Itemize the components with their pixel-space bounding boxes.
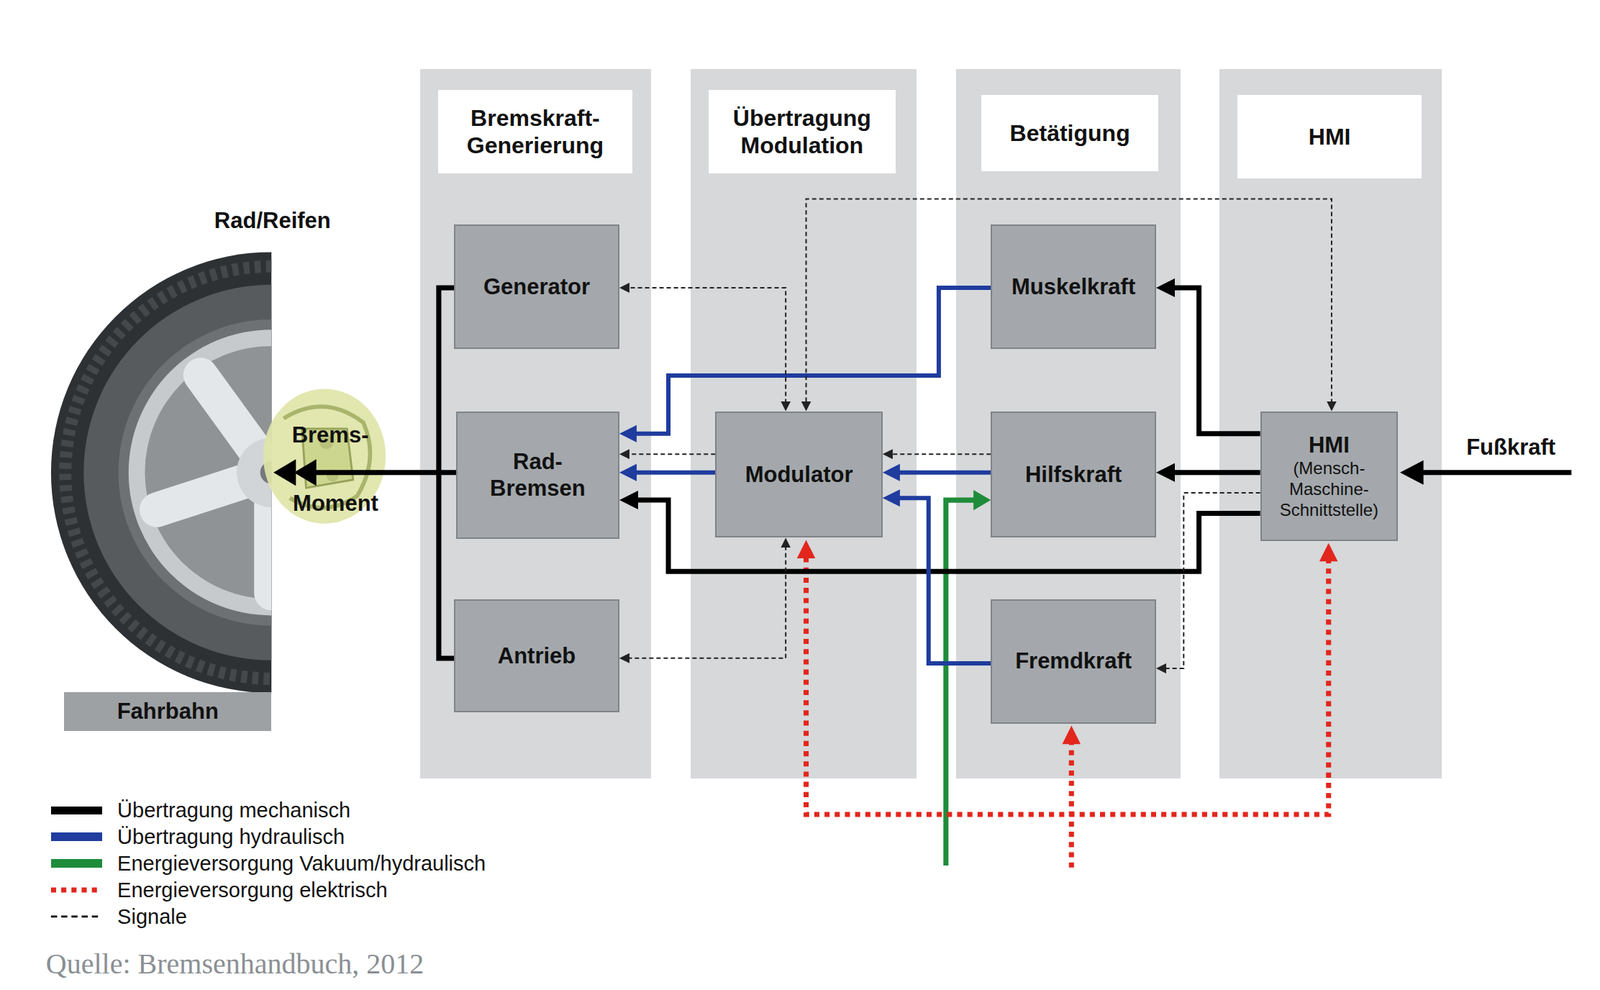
tire-tread — [65, 266, 272, 679]
box-label: Rad- Bremsen — [481, 448, 594, 502]
box-label: Fremdkraft — [1015, 647, 1132, 675]
legend-swatch — [51, 806, 103, 815]
band-heading-box: Bremskraft- Generierung — [438, 89, 633, 174]
mechanical-connector — [1171, 287, 1261, 434]
column-band: BetätigungMuskelkraftHilfskraftFremdkraf… — [956, 69, 1181, 779]
hydraulic-connector — [633, 287, 991, 434]
legend-swatch — [51, 832, 103, 841]
legend-text: Energieversorgung Vakuum/hydraulisch — [117, 851, 486, 876]
process-box: Hilfskraft — [990, 411, 1157, 539]
rim — [128, 329, 272, 616]
hydraulic-connector — [633, 470, 716, 475]
band-heading: HMI — [1308, 123, 1352, 151]
mechanical-connector — [634, 500, 1261, 572]
legend-swatch — [51, 858, 103, 867]
box-label: Muskelkraft — [1011, 273, 1136, 300]
source-caption: Quelle: Bremsenhandbuch, 2012 — [46, 946, 424, 981]
signal-connector — [806, 199, 1332, 404]
mechanical-arrowheads — [273, 458, 1424, 486]
box-label: Hilfskraft — [1025, 461, 1122, 488]
wheel-spokes — [156, 374, 272, 593]
rim-well — [144, 346, 272, 600]
band-heading: Bremskraft- Generierung — [443, 104, 627, 160]
box-label: HMI — [1308, 431, 1350, 459]
tire — [51, 251, 272, 693]
tire-sidewall — [83, 284, 272, 661]
column-band: Bremskraft- GenerierungGeneratorRad- Bre… — [420, 69, 652, 779]
figure-label: Fußkraft — [1466, 434, 1556, 461]
process-box: Rad- Bremsen — [456, 411, 620, 539]
signal-connector — [1164, 492, 1260, 669]
road-label-box: Fahrbahn — [64, 692, 272, 731]
hydraulic-connector — [896, 470, 991, 475]
signal-connector — [627, 453, 716, 455]
process-box: Fremdkraft — [990, 599, 1157, 724]
wheel-illustration — [51, 251, 272, 693]
band-heading: Übertragung Modulation — [714, 104, 890, 160]
box-label: Generator — [483, 273, 590, 300]
band-heading: Betätigung — [1010, 119, 1131, 147]
figure-label: Rad/Reifen — [214, 207, 331, 234]
box-label: Fahrbahn — [117, 697, 219, 725]
process-box: Muskelkraft — [990, 224, 1157, 349]
signal-connector — [627, 287, 786, 403]
process-box: HMI(Mensch- Maschine- Schnittstelle) — [1260, 411, 1398, 542]
band-heading-box: Betätigung — [981, 94, 1158, 172]
brake-caliper — [263, 388, 386, 524]
figure-label: Moment — [292, 490, 379, 517]
hydraulic-connector — [896, 497, 991, 664]
rim-edge — [118, 319, 272, 626]
electric-supply-lines — [797, 539, 1339, 867]
process-box: Generator — [453, 224, 620, 349]
mechanical-connector — [1171, 469, 1261, 475]
band-heading-box: Übertragung Modulation — [708, 89, 896, 174]
figure-label: Brems- — [292, 422, 370, 449]
signal-connector — [890, 453, 991, 455]
band-heading-box: HMI — [1237, 94, 1421, 179]
legend-text: Energieversorgung elektrisch — [117, 877, 388, 903]
process-box: Antrieb — [453, 599, 620, 713]
legend-text: Übertragung mechanisch — [117, 797, 351, 823]
box-label: Antrieb — [497, 642, 577, 670]
legend-text: Signale — [117, 904, 188, 929]
legend-line-samples — [51, 889, 103, 917]
process-box: Modulator — [715, 411, 883, 539]
legend-text: Übertragung hydraulisch — [117, 824, 345, 849]
column-band: Übertragung ModulationModulator — [690, 69, 916, 779]
mechanical-linkage — [306, 287, 1572, 659]
vacuum-supply-line — [946, 489, 991, 866]
signal-connector — [627, 546, 786, 659]
box-label: Modulator — [745, 461, 854, 488]
box-label: (Mensch- Maschine- Schnittstelle) — [1269, 458, 1390, 521]
